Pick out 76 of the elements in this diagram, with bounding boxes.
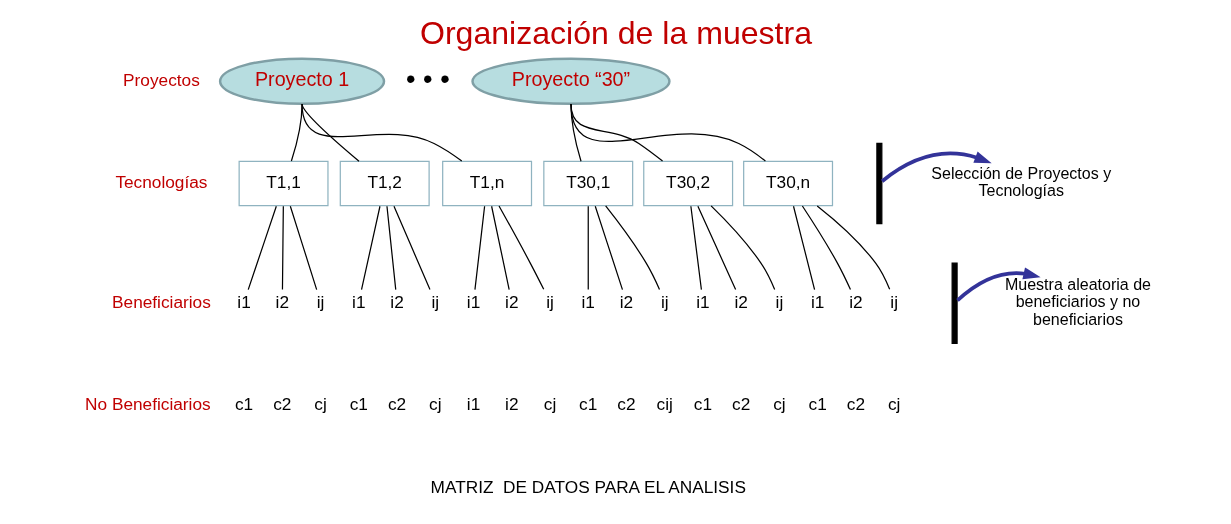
label: c1 [234,393,253,414]
node-text: i1 [351,291,366,312]
label: i1 [466,393,480,414]
node-text: i1 [695,291,710,312]
connector [300,103,462,162]
connector [689,205,702,291]
label: Beneficiarios [111,291,211,312]
label: cj [887,393,900,414]
label: cj [772,393,786,414]
node-text: ij [660,291,669,312]
connector [473,205,485,291]
label: c1 [693,393,712,414]
label: c1 [349,393,368,414]
diagram-title: Organización de la muestra [419,14,812,51]
label: No Beneficiarios [84,393,211,414]
arrow [880,151,992,183]
label: c2 [846,393,865,414]
node-text: i1 [581,291,595,312]
node-box: T1,1 [238,160,329,207]
label: cj [428,393,442,414]
connector [385,205,396,291]
connector [594,205,623,291]
label: c2 [387,393,406,414]
node-text: i2 [619,291,633,312]
connector [289,205,317,291]
node-text: ij [316,291,324,312]
node-text: ij [775,291,783,312]
connector [696,205,736,291]
connector [569,103,766,162]
connector [816,205,890,290]
node-box: T30,1 [542,160,633,207]
node-box: T30,2 [642,160,733,207]
connector [247,205,277,291]
node-text: ij [430,291,439,312]
connector [604,205,660,290]
label: c2 [616,393,636,414]
connector [792,205,815,291]
arrow [955,267,1041,302]
node-text: ij [889,291,898,312]
node-text: i2 [275,291,289,312]
connector [710,205,775,291]
node-box: T1,2 [339,160,430,207]
node-text: i2 [848,291,863,312]
connector [497,205,544,290]
label: c1 [808,393,827,414]
label: cij [656,393,673,414]
node-text: Muestra aleatoria de beneficiarios y no beneficiarios [1004,275,1151,328]
connector [392,205,431,291]
node-text: ij [545,291,554,312]
node-text: Selección de Proyectos y Tecnologías [930,164,1111,200]
connector [801,205,851,291]
connector [587,205,589,291]
connector [360,205,381,291]
node-text: i2 [389,291,404,312]
label: Proyectos [122,69,200,90]
label: cj [313,393,327,414]
node-ellipse: Proyecto “30” [470,57,671,106]
connector [490,205,510,291]
node-text: i1 [810,291,824,312]
node-box: T30,n [742,160,833,207]
node-text: i1 [236,291,251,312]
label: cj [543,393,556,414]
connector [281,205,284,291]
label: c1 [578,393,597,414]
node-ellipse: Proyecto 1 [218,57,385,106]
label: i2 [504,393,518,414]
node-text: i1 [466,291,480,312]
node-box: T1,n [441,160,532,207]
node-text: i2 [504,291,518,312]
label: MATRIZ DE DATOS PARA EL ANALISIS [430,477,746,498]
node-text: i2 [733,291,748,312]
label: c2 [272,393,291,414]
label: c2 [731,393,750,414]
label: Tecnologías [114,172,207,193]
connector [290,103,303,162]
label: • • • [405,63,450,95]
